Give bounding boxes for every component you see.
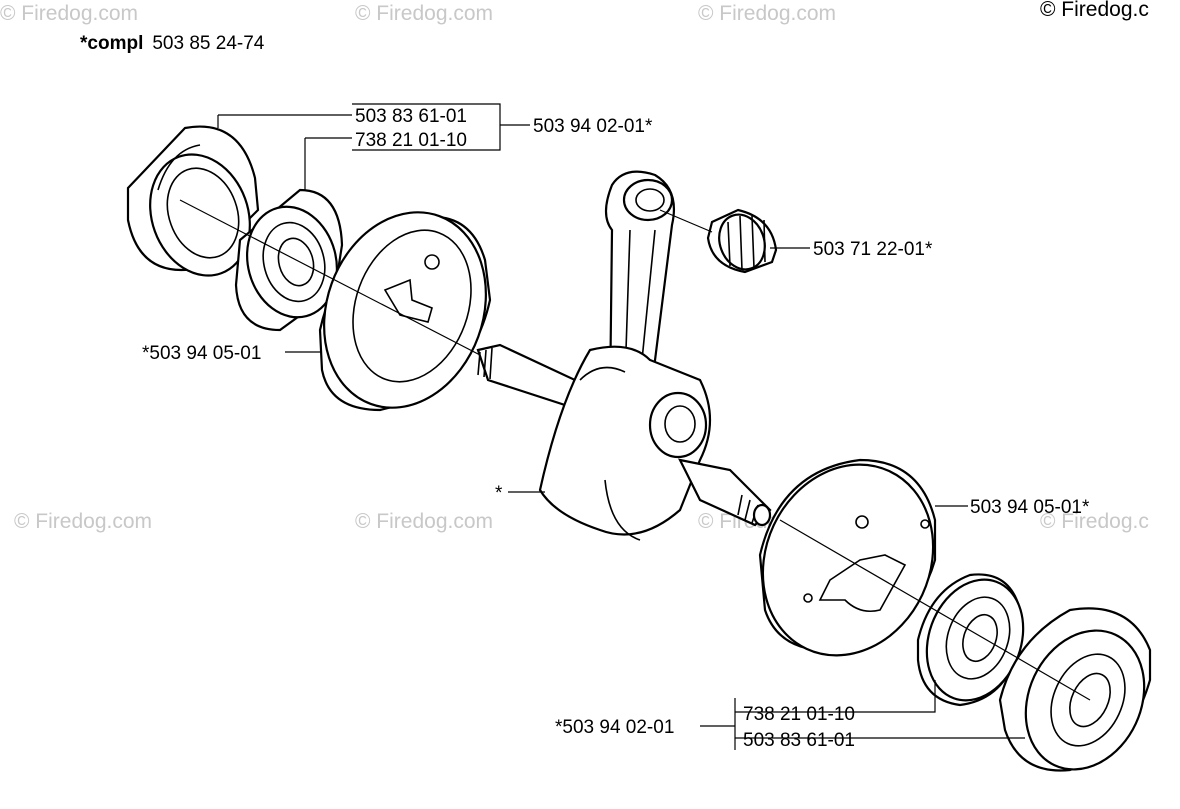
leader-lines — [179, 103, 1091, 750]
watermark-mid-far-right: © Firedog.c — [1040, 510, 1149, 533]
compl-number: 503 85 24-74 — [152, 33, 264, 54]
label-needle-bearing: 503 71 22-01* — [813, 239, 933, 260]
crankshaft-assembly — [476, 170, 772, 541]
label-bearing-housing-top: 503 83 61-01 — [355, 106, 467, 127]
needle-bearing — [706, 208, 778, 274]
watermark-mid-center: © Firedog.com — [355, 510, 493, 533]
label-bearing-housing-bottom: 503 83 61-01 — [743, 730, 855, 751]
bearing-housing-left — [126, 125, 260, 277]
label-crank-web-right: 503 94 05-01* — [970, 497, 1090, 518]
label-bearing-kit-top: 503 94 02-01* — [533, 116, 653, 137]
watermark-top-center: © Firedog.com — [355, 2, 493, 25]
ball-bearing-right — [916, 573, 1025, 707]
label-crank-web-left: *503 94 05-01 — [142, 343, 261, 364]
watermark-top-right: © Firedog.com — [698, 2, 836, 25]
label-bearing-kit-bottom: *503 94 02-01 — [555, 717, 674, 738]
label-crankshaft: * — [495, 483, 503, 504]
bearing-housing-right — [998, 607, 1152, 772]
compl-header: *compl 503 85 24-74 — [80, 33, 265, 54]
watermark-corner: © Firedog.c — [1040, 0, 1149, 21]
compl-prefix: *compl — [80, 33, 143, 54]
watermark-top-left: © Firedog.com — [0, 2, 138, 25]
label-ball-bearing-bottom: 738 21 01-10 — [743, 704, 855, 725]
label-ball-bearing-top: 738 21 01-10 — [355, 130, 467, 151]
crank-web-left — [318, 211, 492, 412]
watermark-mid-left: © Firedog.com — [14, 510, 152, 533]
crank-web-right — [758, 458, 937, 657]
